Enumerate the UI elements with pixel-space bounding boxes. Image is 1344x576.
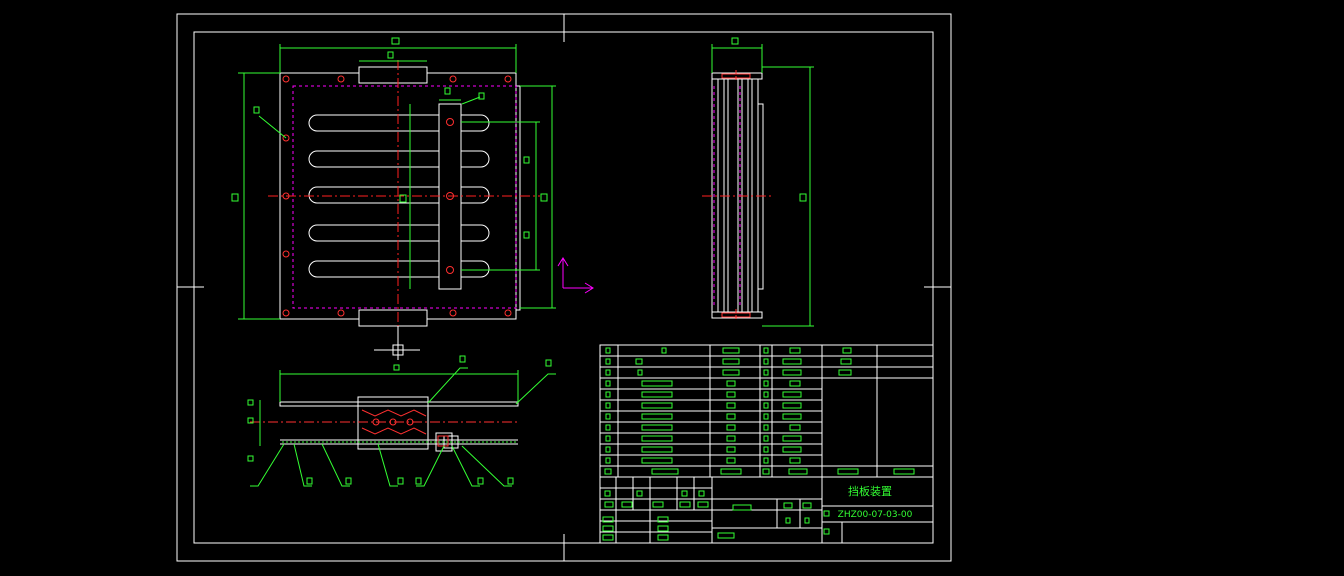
parts-list bbox=[599, 344, 934, 544]
drawing-name: 挡板装置 bbox=[848, 484, 892, 498]
bolt bbox=[337, 75, 345, 83]
section-view bbox=[247, 355, 556, 487]
bolt bbox=[449, 75, 457, 83]
dim-label bbox=[523, 156, 530, 164]
dim-label bbox=[545, 359, 552, 367]
bolt bbox=[282, 250, 290, 258]
bolt bbox=[449, 309, 457, 317]
dim-label bbox=[397, 477, 404, 485]
bolt bbox=[446, 266, 454, 274]
bolt bbox=[504, 75, 512, 83]
side-dimensions bbox=[711, 37, 814, 327]
front-dimensions bbox=[231, 37, 556, 320]
dim-label bbox=[253, 106, 260, 114]
dim-label bbox=[387, 51, 394, 59]
bolt bbox=[337, 309, 345, 317]
dim-label bbox=[444, 87, 451, 95]
right-rail bbox=[515, 85, 521, 311]
slot bbox=[308, 114, 490, 132]
front-centerlines bbox=[268, 60, 540, 330]
bottom-lug bbox=[358, 309, 428, 327]
side-view bbox=[702, 37, 814, 327]
section-mark bbox=[374, 326, 420, 371]
dim-label bbox=[459, 355, 466, 363]
side-hidden bbox=[713, 86, 741, 308]
side-bolts bbox=[721, 70, 751, 321]
dim-label bbox=[345, 477, 352, 485]
sheet-frame bbox=[176, 13, 952, 562]
front-bolts bbox=[282, 75, 512, 317]
slot bbox=[308, 224, 490, 242]
dim-label bbox=[306, 477, 313, 485]
dim-label bbox=[415, 477, 422, 485]
slot bbox=[308, 260, 490, 278]
slot bbox=[308, 150, 490, 168]
side-body bbox=[711, 72, 764, 319]
dim-label bbox=[507, 477, 514, 485]
dim-label bbox=[523, 231, 530, 239]
dim-label bbox=[399, 194, 407, 203]
bolt bbox=[504, 309, 512, 317]
dim-label bbox=[231, 193, 239, 202]
top-lug bbox=[358, 66, 428, 84]
slot bbox=[308, 186, 490, 204]
bolt bbox=[282, 192, 290, 200]
drawing-number: ZHZ00-07-03-00 bbox=[838, 510, 913, 520]
ucs-icon bbox=[557, 257, 594, 294]
slots bbox=[308, 114, 490, 278]
dim-label bbox=[391, 37, 400, 45]
bolt bbox=[282, 134, 290, 142]
hidden-outline bbox=[292, 85, 517, 309]
parts-list-cells bbox=[602, 347, 915, 541]
bolt bbox=[282, 309, 290, 317]
bolt bbox=[446, 192, 454, 200]
bolt bbox=[446, 118, 454, 126]
dim-label bbox=[393, 364, 400, 371]
dim-label bbox=[799, 193, 807, 202]
section-dimensions bbox=[247, 355, 556, 487]
dim-label bbox=[247, 417, 254, 424]
dim-label bbox=[540, 193, 548, 202]
bolt bbox=[282, 75, 290, 83]
dim-label bbox=[477, 477, 484, 485]
dim-label bbox=[247, 455, 254, 462]
dim-label bbox=[247, 399, 254, 406]
dim-label bbox=[478, 92, 485, 100]
front-view bbox=[231, 37, 594, 371]
dim-label bbox=[731, 37, 739, 45]
